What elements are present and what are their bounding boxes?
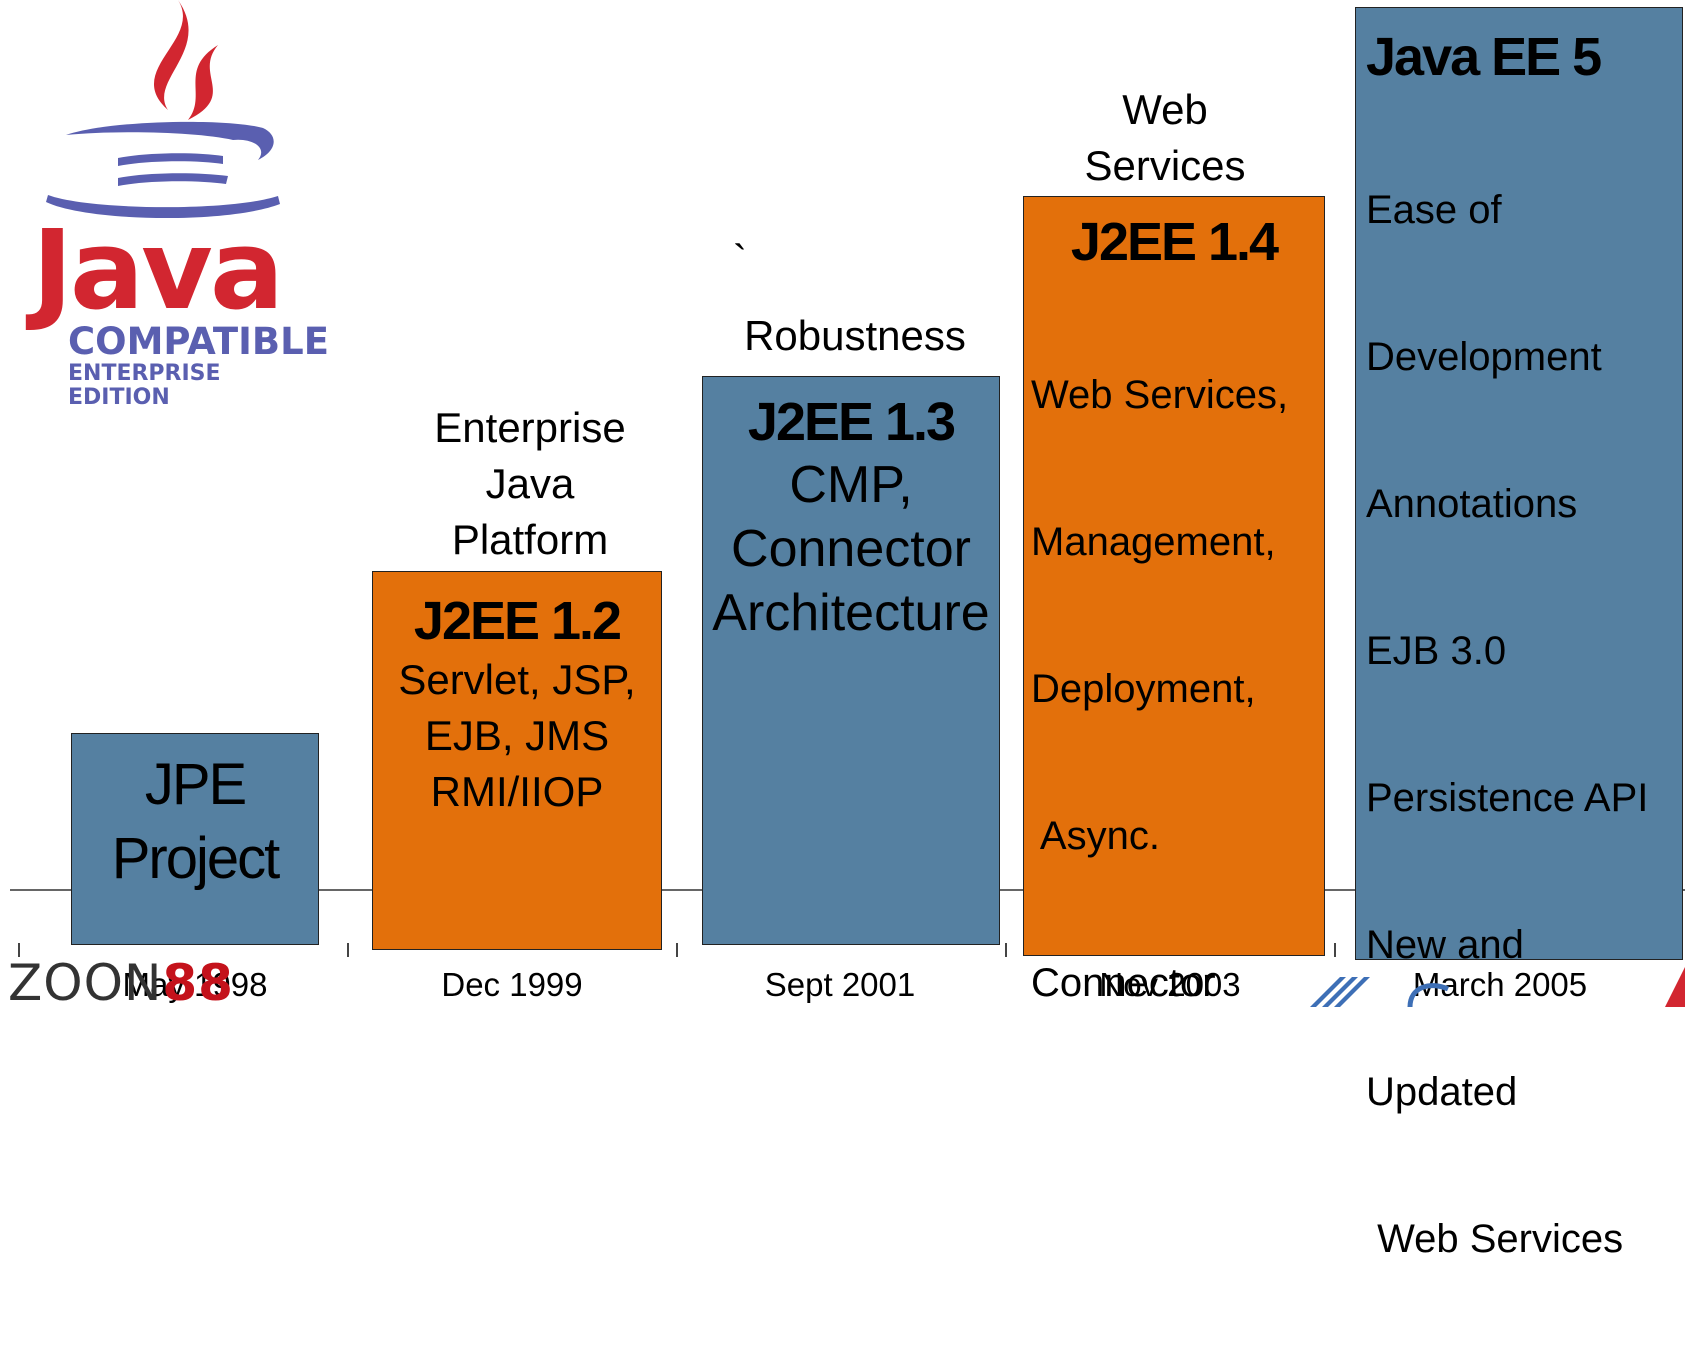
bar-body-text: CMP, Connector Architecture (712, 456, 990, 642)
axis-tick (1005, 943, 1007, 957)
java-compatible-logo: Java COMPATIBLE ENTERPRISE EDITION (28, 0, 329, 420)
milestone-caption: Robustness (744, 312, 966, 359)
milestone-caption: Enterprise Java Platform (434, 404, 626, 563)
java-cup-icon (46, 0, 280, 219)
bar-line: Project (111, 826, 281, 891)
decorative-stripes-icon (1310, 977, 1370, 1007)
bar-title: J2EE 1.4 (1070, 212, 1279, 272)
decorative-red-corner-icon (1665, 967, 1685, 1007)
watermark-text: ZOON (8, 954, 163, 1012)
axis-tick (676, 943, 678, 957)
bar-title: J2EE 1.3 (747, 392, 956, 452)
milestone-caption-mark: ` (733, 236, 747, 283)
milestone-bar-j2ee-1-2: J2EE 1.2 Servlet, JSP, EJB, JMS RMI/IIOP (372, 571, 662, 950)
milestone-date: Dec 1999 (441, 966, 583, 1003)
milestone-date: May 1998 (122, 966, 268, 1003)
java-wordmark: Java (32, 206, 284, 334)
milestone-bar-jpe: JPE Project (71, 733, 319, 945)
axis-tick (347, 943, 349, 957)
milestone-bar-java-ee-5: Java EE 5 Ease of Development Annotation… (1355, 7, 1683, 1261)
watermark-logo: ZOON88 (8, 958, 234, 1008)
watermark-number: 88 (162, 954, 234, 1012)
bar-line: JPE (144, 752, 247, 817)
milestone-bar-j2ee-1-4: J2EE 1.4 Web Services, Management, Deplo… (1023, 196, 1325, 1005)
milestone-bar-j2ee-1-3: J2EE 1.3 CMP, Connector Architecture (702, 376, 1000, 945)
bar-title: J2EE 1.2 (413, 591, 622, 651)
bar-body-text: Ease of Development Annotations EJB 3.0 … (1366, 188, 1649, 1261)
logo-compatible-text: COMPATIBLE (68, 320, 329, 363)
milestone-date: Nov 2003 (1099, 966, 1241, 1003)
axis-tick (1334, 943, 1336, 957)
logo-edition-text: ENTERPRISE EDITION (68, 361, 221, 410)
bar-body-text: Servlet, JSP, EJB, JMS RMI/IIOP (398, 656, 636, 815)
bar-body-text: JPE Project (72, 748, 318, 896)
milestone-caption: Web Services (1084, 86, 1246, 189)
axis-tick (18, 943, 20, 957)
milestone-date: Sept 2001 (764, 966, 916, 1003)
bar-title: Java EE 5 (1366, 27, 1602, 87)
bar-body-text: Web Services, Management, Deployment, As… (1031, 373, 1289, 1005)
decorative-swirl-icon (1407, 983, 1450, 1007)
